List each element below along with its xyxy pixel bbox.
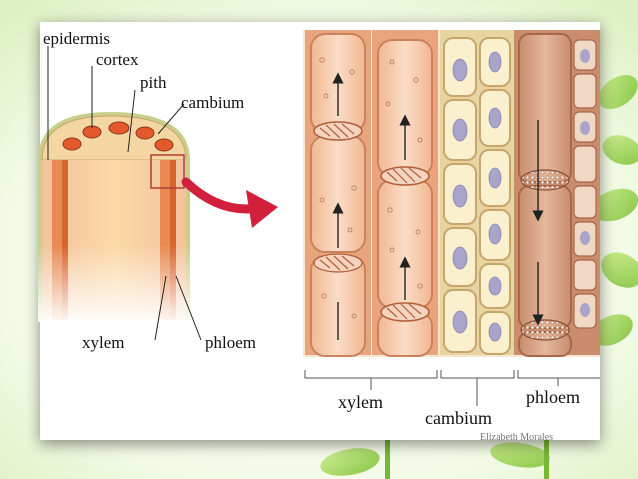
phloem-column — [514, 30, 600, 357]
label-brackets — [304, 370, 600, 406]
label-pith: pith — [140, 73, 167, 92]
label-cambium-right: cambium — [425, 408, 492, 428]
zoom-arrow-icon — [181, 177, 278, 228]
leader-lines-left — [47, 46, 202, 341]
credit-text: Elizabeth Morales — [480, 432, 554, 443]
xylem-column-2 — [372, 30, 438, 357]
xylem-column-1 — [305, 30, 371, 357]
tissue-magnified — [303, 30, 600, 357]
label-phloem-right: phloem — [526, 387, 580, 407]
stem-cutaway — [38, 112, 190, 322]
label-cortex: cortex — [96, 50, 139, 69]
label-xylem-left: xylem — [82, 333, 125, 352]
label-cambium-left: cambium — [181, 93, 245, 112]
leaf-cluster-right — [591, 74, 638, 346]
leaf-cluster-bottom — [320, 442, 550, 476]
cambium-columns — [440, 30, 514, 355]
label-phloem-left: phloem — [205, 333, 256, 352]
label-epidermis: epidermis — [43, 29, 111, 48]
label-xylem-right: xylem — [338, 392, 383, 412]
